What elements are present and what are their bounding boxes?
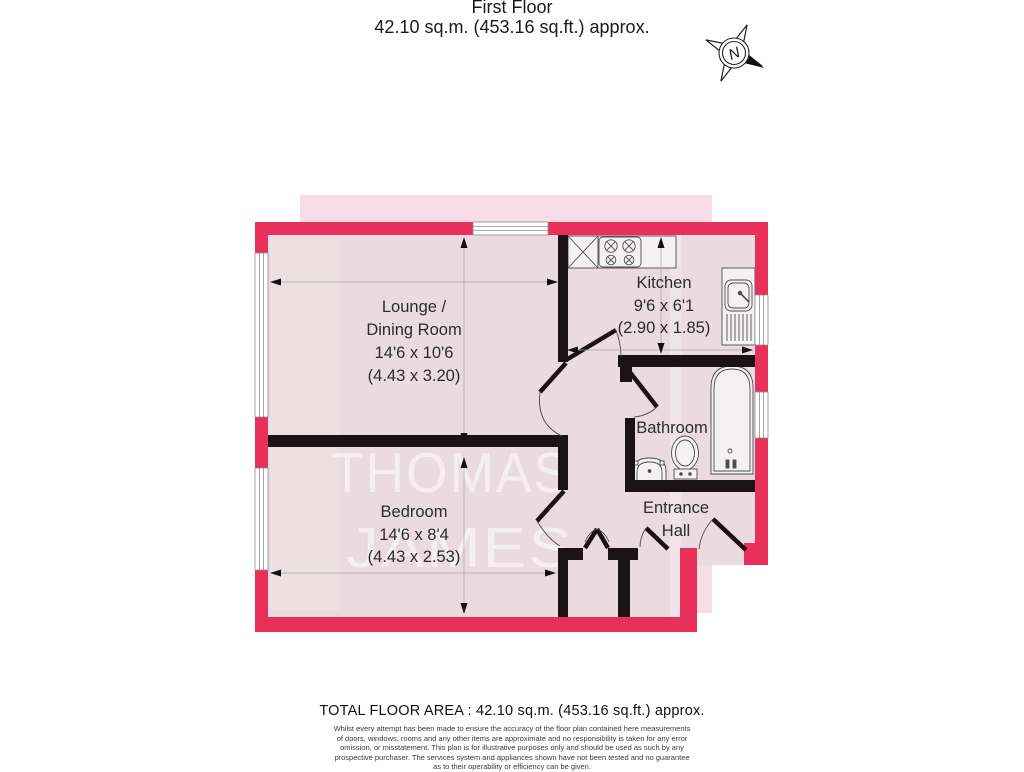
disclaimer-line: as to their operability or efficiency ca… bbox=[433, 762, 591, 772]
label-entrance-hall: Entrance Hall bbox=[643, 499, 709, 540]
bathtub-icon bbox=[710, 365, 754, 475]
label-kitchen: Kitchen 9'6 x 6'1 (2.90 x 1.85) bbox=[618, 274, 711, 337]
watermark: THOMAS JAMES bbox=[331, 441, 574, 580]
kitchen-dims-imperial: 9'6 x 6'1 bbox=[634, 297, 694, 315]
kitchen-unit-icon bbox=[567, 235, 599, 269]
page-title: First Floor bbox=[471, 0, 553, 17]
label-lounge: Lounge / Dining Room 14'6 x 10'6 (4.43 x… bbox=[366, 298, 461, 385]
compass-rose-icon: N bbox=[705, 24, 764, 82]
front-door bbox=[711, 517, 748, 552]
entrance-hall-line2: Hall bbox=[662, 522, 690, 540]
footer: TOTAL FLOOR AREA : 42.10 sq.m. (453.16 s… bbox=[0, 703, 1024, 772]
disclaimer-line: Whilst every attempt has been made to en… bbox=[333, 724, 691, 733]
disclaimer: Whilst every attempt has been made to en… bbox=[0, 724, 1024, 772]
toilet-icon bbox=[671, 435, 699, 480]
disclaimer-line: omission, or misstatement. This plan is … bbox=[340, 743, 684, 753]
hall-store-door bbox=[644, 526, 670, 551]
hall-cupboard-door-right bbox=[595, 527, 610, 550]
watermark-line1: THOMAS bbox=[331, 441, 571, 505]
disclaimer-line: prospective purchaser. The services syst… bbox=[334, 752, 690, 762]
window-top bbox=[472, 221, 549, 236]
kitchen-fixtures bbox=[567, 235, 756, 346]
hob-icon bbox=[598, 236, 642, 268]
basin-icon bbox=[632, 457, 667, 483]
page-subtitle: 42.10 sq.m. (453.16 sq.ft.) approx. bbox=[374, 17, 650, 37]
bathroom-fixtures bbox=[632, 365, 754, 483]
lounge-dims-metric: (4.43 x 3.20) bbox=[368, 367, 461, 385]
kitchen-name: Kitchen bbox=[636, 274, 691, 292]
hall-cupboard-door-left bbox=[583, 527, 599, 550]
lounge-dims-imperial: 14'6 x 10'6 bbox=[375, 344, 454, 362]
label-bathroom: Bathroom bbox=[636, 419, 708, 437]
kitchen-dims-metric: (2.90 x 1.85) bbox=[618, 319, 711, 337]
window-kitchen-right bbox=[754, 294, 769, 346]
lounge-door bbox=[538, 361, 568, 394]
watermark-line2: JAMES bbox=[346, 516, 574, 580]
disclaimer-line: of doors, windows, rooms and any other i… bbox=[336, 733, 688, 743]
kitchen-door bbox=[564, 328, 618, 362]
doors bbox=[535, 328, 748, 552]
dimension-arrows bbox=[270, 237, 753, 614]
plan-shadow bbox=[300, 195, 712, 613]
total-floor-area: TOTAL FLOOR AREA : 42.10 sq.m. (453.16 s… bbox=[319, 703, 705, 719]
bedroom-door bbox=[535, 489, 566, 523]
label-bedroom: Bedroom 14'6 x 8'4 (4.43 x 2.53) bbox=[368, 503, 461, 566]
lounge-name-line1: Lounge / bbox=[382, 298, 447, 316]
bedroom-name: Bedroom bbox=[381, 503, 448, 521]
window-lounge-left bbox=[254, 252, 269, 418]
lounge-name-line2: Dining Room bbox=[366, 321, 461, 339]
kitchen-sink-icon bbox=[721, 267, 756, 346]
door-swing-arcs bbox=[536, 329, 714, 550]
window-bathroom-right bbox=[754, 391, 769, 439]
interior-walls bbox=[268, 235, 755, 617]
bathroom-door bbox=[627, 369, 659, 409]
bedroom-dims-metric: (4.43 x 2.53) bbox=[368, 548, 461, 566]
window-bedroom-left bbox=[254, 467, 269, 571]
room-labels: Lounge / Dining Room 14'6 x 10'6 (4.43 x… bbox=[366, 274, 710, 566]
entrance-hall-line1: Entrance bbox=[643, 499, 709, 517]
windows bbox=[254, 221, 769, 571]
bedroom-dims-imperial: 14'6 x 8'4 bbox=[379, 526, 449, 544]
